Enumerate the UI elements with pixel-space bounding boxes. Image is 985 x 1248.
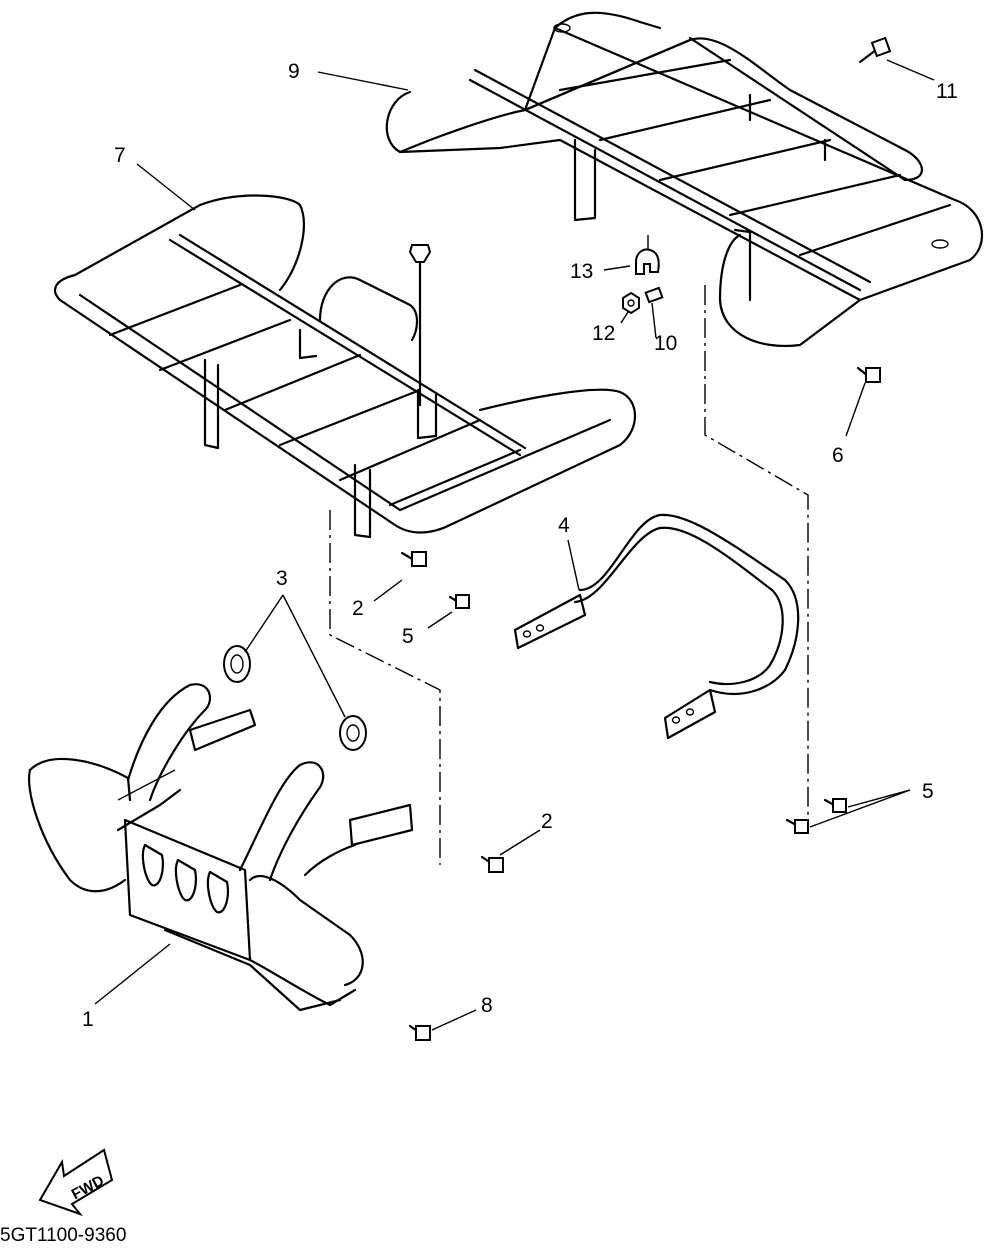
callout-1: 1 [82,1008,94,1031]
front-carrier-rack [53,194,636,539]
rear-guard-bar [513,513,800,740]
callout-11: 11 [936,80,958,103]
bolt-5-right-b [785,818,809,834]
bolt-5-right-a [823,798,847,813]
front-bumper-guard [28,683,414,1012]
callout-10: 10 [654,332,677,355]
callout-5-right: 5 [922,780,934,803]
leader-lines [94,59,935,1031]
callout-3: 3 [276,567,288,590]
fwd-arrow-icon: FWD [38,1148,114,1217]
collar-10 [644,286,664,304]
clip-13 [635,248,660,275]
catalog-code: 5GT1100-9360 [0,1225,127,1246]
callout-8: 8 [481,994,493,1017]
bolt-2-upper [400,551,427,567]
callout-13: 13 [570,260,593,283]
alignment-line-left [329,510,441,865]
callout-6: 6 [832,444,844,467]
bolt-8 [408,1024,431,1041]
callout-5-left: 5 [402,625,414,648]
callout-9: 9 [288,60,300,83]
rear-carrier-rack [385,11,984,347]
callout-7: 7 [114,144,126,167]
grommet-b [339,715,367,751]
callout-2-lower: 2 [541,810,553,833]
grommet-a [223,645,251,683]
callout-2-upper: 2 [352,597,364,620]
bolt-6 [856,366,881,383]
callout-4: 4 [558,514,570,537]
alignment-line-right [704,285,809,820]
bolt-11 [858,36,892,64]
bolt-2-lower [480,855,504,873]
bolt-5-left [448,594,470,609]
nut-12 [622,291,640,315]
callout-12: 12 [592,322,615,345]
